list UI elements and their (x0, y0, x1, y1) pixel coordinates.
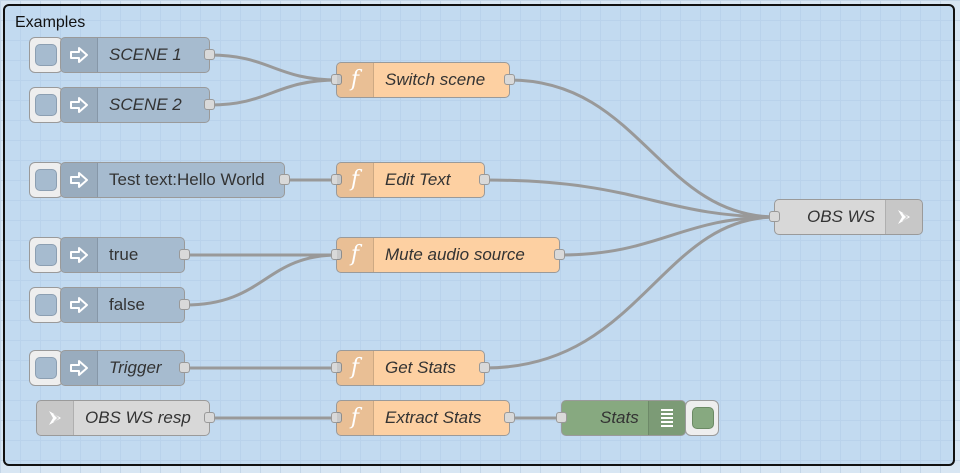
output-port[interactable] (179, 299, 190, 310)
node-label: SCENE 1 (109, 45, 182, 64)
node-label: SCENE 2 (109, 95, 182, 114)
node-label: false (109, 295, 145, 314)
debug-toggle-stats[interactable] (685, 400, 719, 436)
wire-switch-obsws (509, 78, 777, 219)
inject-button-scene1[interactable] (29, 37, 63, 73)
output-port[interactable] (204, 49, 215, 60)
node-label: OBS WS (807, 207, 876, 226)
function-node-edit-text[interactable]: f Edit Text (331, 162, 490, 198)
inject-button-test-text[interactable] (29, 162, 63, 198)
websocket-out-node-obs-ws[interactable]: OBS WS (769, 199, 923, 235)
node-label: Switch scene (385, 70, 486, 89)
wire-scene1-switch (209, 53, 339, 82)
input-port[interactable] (331, 249, 342, 260)
node-label: Stats (600, 408, 639, 427)
output-port[interactable] (204, 99, 215, 110)
arrow-in-icon (61, 163, 98, 197)
output-port[interactable] (204, 412, 215, 423)
node-label: Edit Text (385, 170, 451, 189)
wire-false-mute (184, 253, 339, 307)
debug-list-icon (648, 401, 685, 435)
inject-node-trigger[interactable]: Trigger (60, 350, 190, 386)
input-port[interactable] (331, 412, 342, 423)
node-label: Mute audio source (385, 245, 525, 264)
inject-button-true[interactable] (29, 237, 63, 273)
function-icon: f (337, 401, 374, 435)
node-label: Test text:Hello World (109, 170, 265, 189)
inject-button-trigger[interactable] (29, 350, 63, 386)
group-label: Examples (15, 14, 86, 31)
node-label: true (109, 245, 139, 264)
function-node-get-stats[interactable]: f Get Stats (331, 350, 490, 386)
inject-button-false[interactable] (29, 287, 63, 323)
inject-button-scene2[interactable] (29, 87, 63, 123)
output-port[interactable] (504, 412, 515, 423)
arrow-in-icon (61, 351, 98, 385)
function-node-switch-scene[interactable]: f Switch scene (331, 62, 515, 98)
output-port[interactable] (554, 249, 565, 260)
inject-node-scene1[interactable]: SCENE 1 (60, 37, 215, 73)
wire-getstats-obsws (484, 215, 777, 370)
inject-node-test-text[interactable]: Test text:Hello World (60, 162, 290, 198)
bridge-icon (37, 401, 74, 435)
inject-node-true[interactable]: true (60, 237, 190, 273)
output-port[interactable] (179, 362, 190, 373)
output-port[interactable] (179, 249, 190, 260)
input-port[interactable] (331, 362, 342, 373)
wire-mute-obsws (559, 215, 777, 257)
wire-scene2-switch (209, 78, 339, 107)
function-node-mute-audio[interactable]: f Mute audio source (331, 237, 565, 273)
node-label: Get Stats (385, 358, 456, 377)
input-port[interactable] (769, 211, 780, 222)
inject-node-false[interactable]: false (60, 287, 190, 323)
function-icon: f (337, 63, 374, 97)
output-port[interactable] (279, 174, 290, 185)
output-port[interactable] (504, 74, 515, 85)
input-port[interactable] (331, 174, 342, 185)
wire-edit-obsws (484, 178, 777, 219)
inject-node-scene2[interactable]: SCENE 2 (60, 87, 215, 123)
function-icon: f (337, 163, 374, 197)
node-label: Extract Stats (385, 408, 482, 427)
function-node-extract-stats[interactable]: f Extract Stats (331, 400, 515, 436)
input-port[interactable] (556, 412, 567, 423)
bridge-icon (885, 200, 922, 234)
node-label: OBS WS resp (85, 408, 191, 427)
debug-node-stats[interactable]: Stats (556, 400, 686, 436)
function-icon: f (337, 351, 374, 385)
arrow-in-icon (61, 88, 98, 122)
function-icon: f (337, 238, 374, 272)
input-port[interactable] (331, 74, 342, 85)
output-port[interactable] (479, 174, 490, 185)
arrow-in-icon (61, 38, 98, 72)
node-label: Trigger (109, 358, 162, 377)
arrow-in-icon (61, 288, 98, 322)
arrow-in-icon (61, 238, 98, 272)
output-port[interactable] (479, 362, 490, 373)
websocket-in-node-obs-ws-resp[interactable]: OBS WS resp (36, 400, 215, 436)
